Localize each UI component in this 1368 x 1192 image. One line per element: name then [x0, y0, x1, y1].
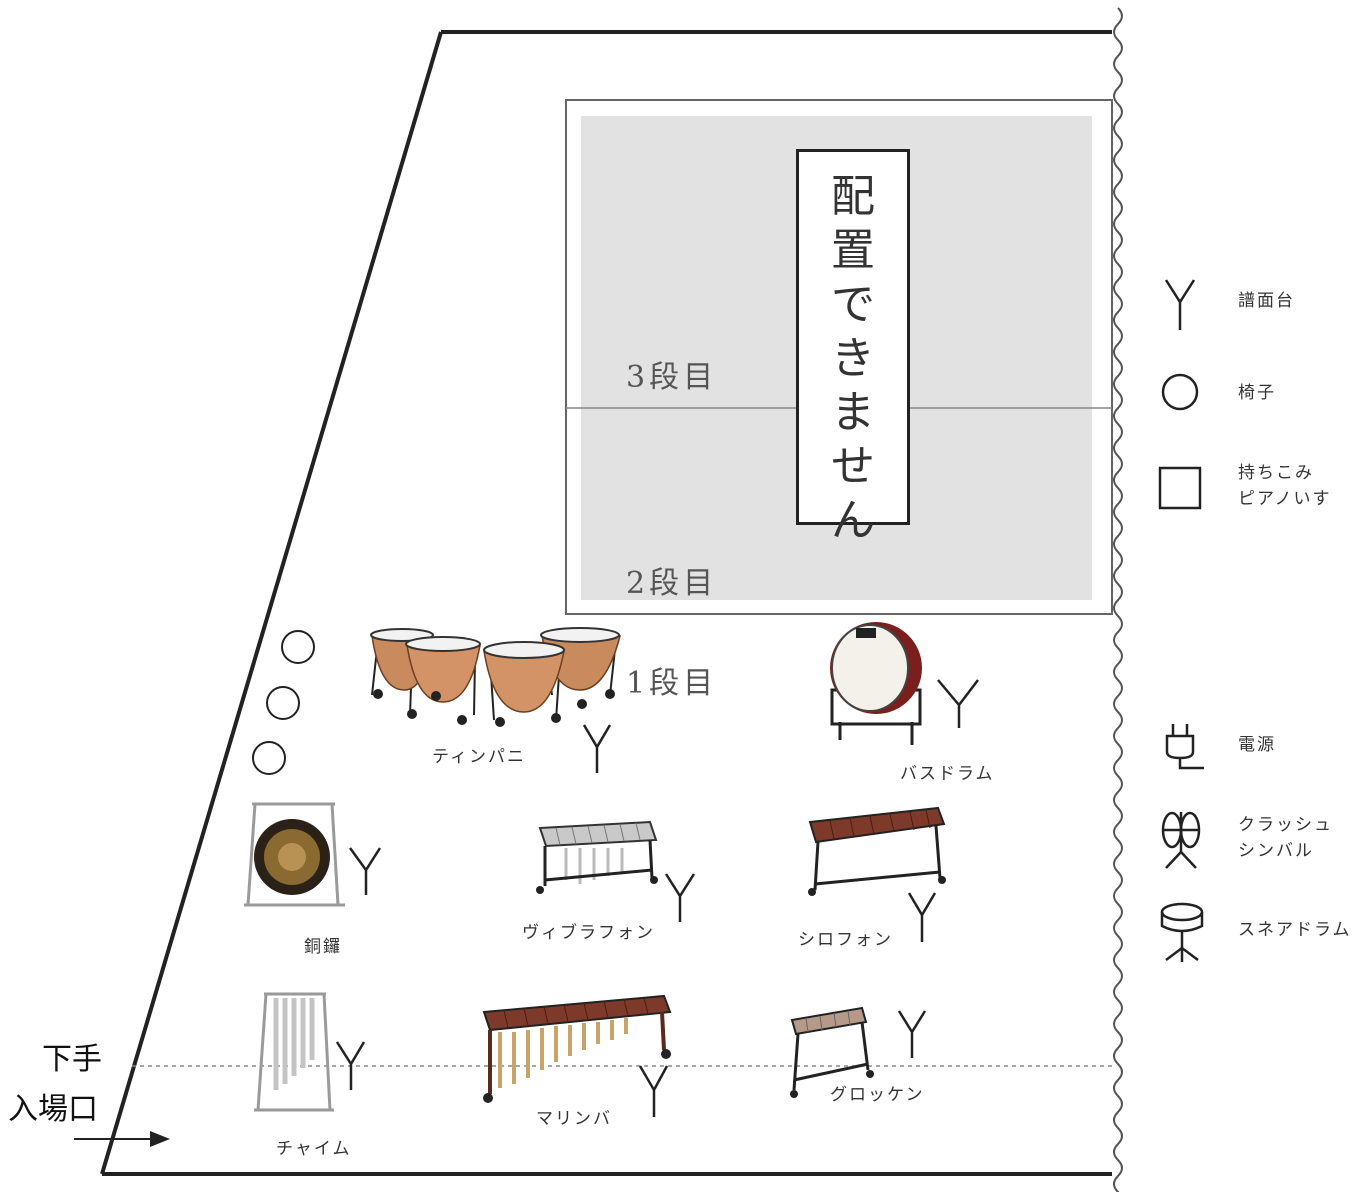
chimes-image — [254, 992, 334, 1112]
gong-label: 銅鑼 — [304, 937, 342, 957]
legend-power-label: 電源 — [1238, 735, 1276, 755]
legend-music-stand-label: 譜面台 — [1238, 291, 1295, 311]
xylophone-image — [808, 806, 946, 896]
music-stand-icon — [937, 679, 979, 728]
stage-outline — [100, 30, 1112, 1176]
no-placement-notice: 配 置 で き ま せ ん — [796, 149, 910, 546]
marimba-label: マリンバ — [536, 1109, 612, 1129]
tier-3-label: 3段目 — [626, 360, 718, 395]
music-stand-icon — [664, 873, 696, 922]
chairs — [252, 630, 315, 775]
legend-chair-label: 椅子 — [1238, 383, 1276, 403]
music-stand-icon — [897, 1010, 927, 1058]
music-stand-icon — [582, 724, 612, 773]
tier-2-label: 2段目 — [626, 566, 718, 601]
vibraphone-label: ヴィブラフォン — [522, 923, 655, 943]
timpani-label: ティンパニ — [432, 747, 526, 767]
tier-1-label: 1段目 — [626, 666, 718, 701]
legend-piano-stool-label-2: ピアノいす — [1238, 489, 1332, 509]
gong-image — [244, 802, 345, 907]
music-stand-icon — [1164, 279, 1196, 330]
power-plug-icon — [1165, 724, 1204, 770]
entrance-label-line1: 下手 — [42, 1042, 102, 1077]
legend-crash-cymbal-label-2: シンバル — [1238, 841, 1314, 861]
bass-drum-label: バスドラム — [900, 764, 995, 784]
crash-cymbal-icon — [1161, 811, 1201, 869]
timpani-image — [370, 627, 621, 727]
music-stand-icon — [335, 1041, 366, 1090]
legend-icons — [1158, 279, 1204, 962]
marimba-image — [482, 994, 672, 1103]
legend-crash-cymbal-label-1: クラッシュ — [1238, 815, 1333, 835]
entrance-label-line2: 入場口 — [8, 1092, 98, 1127]
bass-drum-image — [830, 622, 922, 745]
glockenspiel-image — [790, 1006, 874, 1098]
no-placement-text: 配 置 で き ま せ ん — [831, 171, 875, 546]
chair — [252, 741, 286, 775]
legend-snare-drum-label: スネアドラム — [1238, 920, 1352, 940]
music-stands — [335, 679, 979, 1117]
chair — [266, 686, 300, 720]
piano-stool-icon — [1158, 466, 1202, 510]
music-stand-icon — [907, 892, 937, 942]
glockenspiel-label: グロッケン — [830, 1085, 925, 1105]
curtain-edge — [1113, 7, 1123, 1192]
snare-drum-icon — [1160, 902, 1204, 962]
chimes-label: チャイム — [276, 1139, 352, 1159]
xylophone-label: シロフォン — [798, 930, 893, 950]
vibraphone-image — [536, 820, 658, 894]
chair-icon — [1161, 373, 1199, 411]
legend-piano-stool-label-1: 持ちこみ — [1238, 463, 1314, 483]
chair — [281, 630, 315, 664]
music-stand-icon — [638, 1065, 669, 1117]
music-stand-icon — [348, 847, 382, 895]
entrance-arrow — [74, 1131, 170, 1147]
